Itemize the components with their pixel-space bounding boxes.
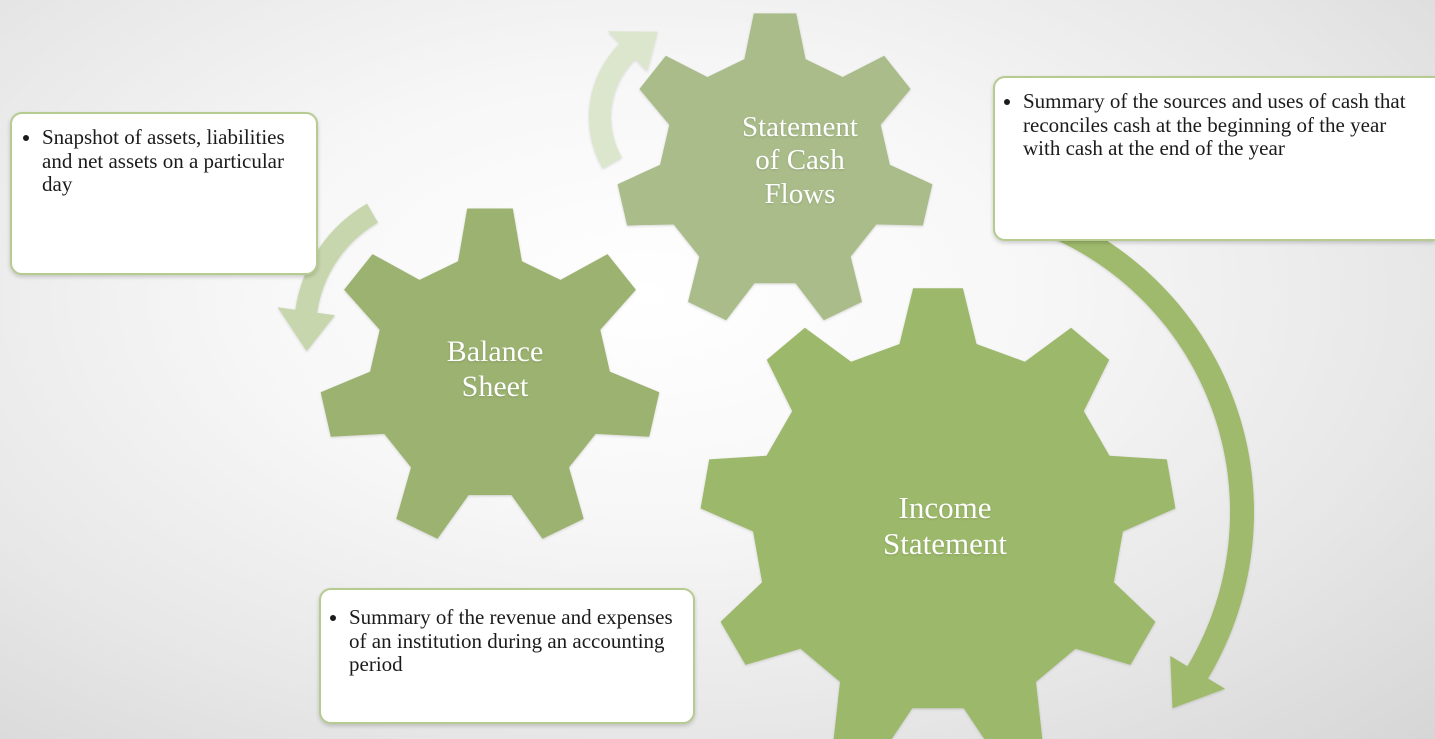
gear-balance-sheet [320,208,660,539]
cash-flows-label-line-2: of Cash [755,144,845,177]
income-statement-label-line-1: Income [898,490,992,525]
income-statement-label-line-2: Statement [883,525,1007,561]
cash-flows-label-line-3: Flows [764,177,836,210]
cash-flows-note: Summary of the sources and uses of cash … [993,76,1435,241]
balance-sheet-note: Snapshot of assets, liabilities and net … [10,112,318,275]
balance-sheet-label: Balance Sheet [410,335,580,404]
curved-arrow-left [277,203,378,352]
income-statement-note-text: Summary of the revenue and expenses of a… [349,605,683,677]
balance-sheet-label-line-1: Balance [446,335,544,368]
balance-sheet-note-text: Snapshot of assets, liabilities and net … [42,125,306,197]
gear-statement-of-cash-flows [617,13,933,321]
income-statement-note: Summary of the revenue and expenses of a… [319,588,695,724]
cash-flows-note-text: Summary of the sources and uses of cash … [1023,89,1427,161]
curved-arrow-right [1012,200,1255,709]
cash-flows-label: Statement of Cash Flows [700,111,900,211]
cash-flows-label-line-1: Statement [742,111,858,143]
income-statement-label: Income Statement [840,490,1050,561]
gear-income-statement [700,288,1176,739]
curved-arrow-top [588,31,658,169]
balance-sheet-label-line-2: Sheet [461,369,529,403]
